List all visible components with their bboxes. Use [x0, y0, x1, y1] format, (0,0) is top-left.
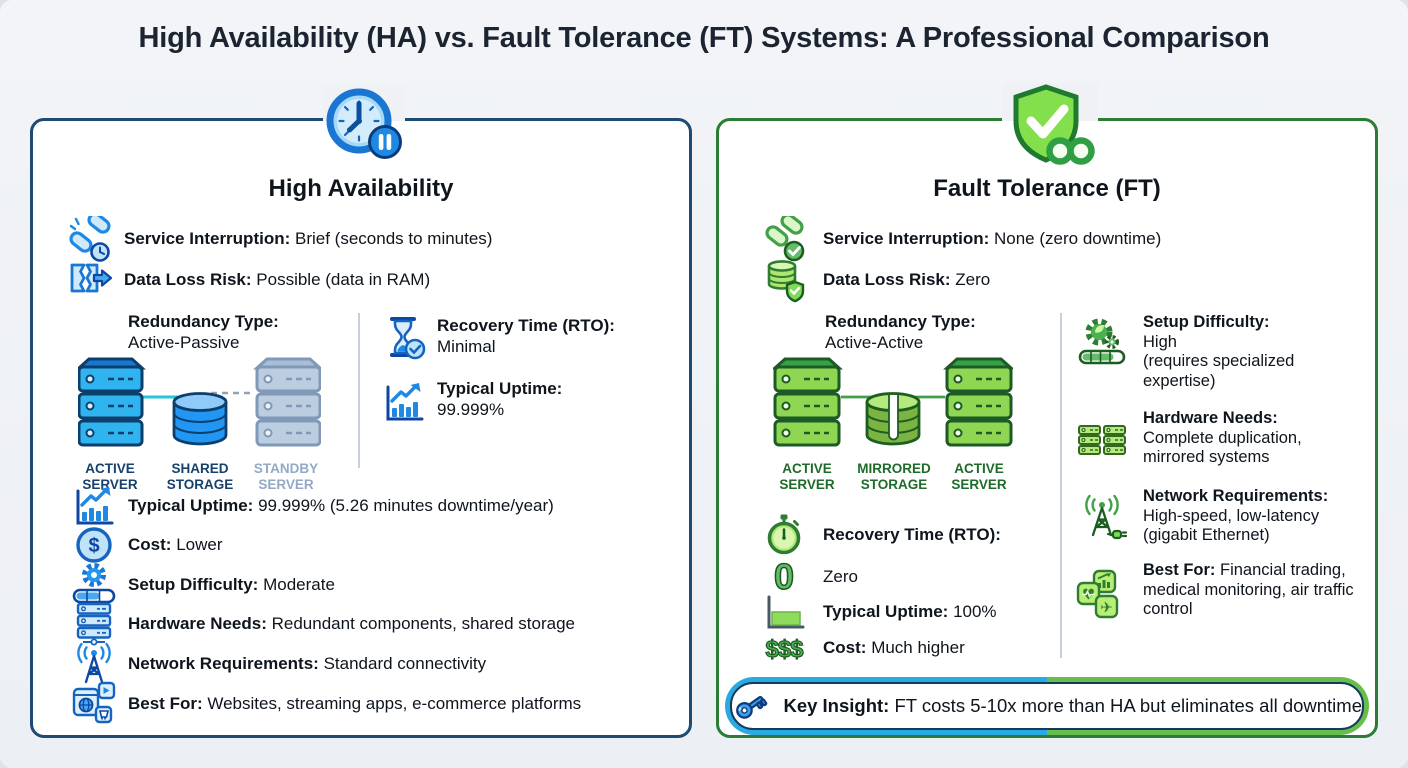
ft-node1-label: ACTIVE SERVER [779, 461, 835, 492]
ha-header: High Availability [268, 175, 454, 202]
ft-data-loss-text: Data Loss Risk: Zero [823, 270, 991, 289]
ft-network-block: Network Requirements:High-speed, low-lat… [1143, 487, 1329, 544]
active-server-tower [943, 357, 1013, 447]
ha-list-row-bestfor: Best For: Websites, streaming apps, e-co… [67, 681, 581, 725]
ha-data-loss-text: Data Loss Risk: Possible (data in RAM) [124, 270, 431, 289]
ha-service-interruption-text: Service Interruption: Brief (seconds to … [124, 229, 493, 248]
ft-node3-label: ACTIVE SERVER [951, 461, 1007, 492]
ft-data-loss-row: Data Loss Risk: Zero [759, 259, 991, 303]
clock-pause-icon [323, 85, 405, 167]
ha-architecture-diagram [78, 357, 321, 447]
ha-list-row-network: Network Requirements: Standard connectiv… [67, 642, 486, 685]
ha-list-row-hardware: Hardware Needs: Redundant components, sh… [67, 602, 575, 646]
ft-header: Fault Tolerance (FT) [933, 175, 1161, 202]
dollar-signs-icon: $$$ [765, 635, 806, 663]
uptime-bar-icon [767, 595, 805, 629]
ha-divider [358, 313, 360, 468]
dual-servers-icon [1078, 425, 1126, 455]
ha-data-loss-row: Data Loss Risk: Possible (data in RAM) [63, 259, 430, 301]
ft-bestfor-block: Best For: Financial trading, medical mon… [1143, 561, 1354, 618]
server-stack-icon [76, 602, 112, 646]
ft-service-interruption-row: Service Interruption: None (zero downtim… [759, 216, 1162, 262]
ha-list-row-setup: Setup Difficulty: Moderate [67, 563, 335, 606]
data-loss-icon [70, 263, 113, 293]
ha-node2-label: SHARED STORAGE [166, 461, 234, 492]
shield-check-infinity-icon [1002, 83, 1098, 169]
svg-text:$$$: $$$ [765, 636, 804, 663]
zero-icon: 0 [773, 555, 795, 598]
cost-dollar-icon: $ [76, 527, 112, 563]
ft-node2-label: MIRRORED STORAGE [857, 461, 931, 492]
ha-list-row-cost: $ Cost: Lower [67, 524, 223, 566]
svg-text:✈: ✈ [1100, 599, 1113, 617]
ft-rto-row: Recovery Time (RTO): [759, 514, 1001, 556]
page-title: High Availability (HA) vs. Fault Toleran… [138, 22, 1270, 54]
ft-hardware-block: Hardware Needs:Complete duplication, mir… [1143, 409, 1302, 466]
ha-rto-block: Recovery Time (RTO):Minimal [437, 316, 615, 356]
antenna-icon [77, 642, 111, 684]
ha-redundancy-block: Redundancy Type:Active-Passive [128, 312, 279, 352]
shared-storage-cylinder [172, 392, 228, 446]
ha-node1-label: ACTIVE SERVER [82, 461, 138, 492]
svg-text:$: $ [88, 535, 99, 557]
ha-node3-label: STANDBY SERVER [253, 461, 319, 492]
ft-rto-value-row: 0 Zero [759, 555, 858, 598]
ft-divider [1060, 313, 1062, 658]
uptime-chart-icon [386, 383, 424, 421]
stopwatch-icon [767, 514, 801, 555]
hourglass-check-icon [390, 317, 426, 360]
ha-list-row-uptime: Typical Uptime: 99.999% (5.26 minutes do… [67, 485, 554, 527]
ha-uptime-block: Typical Uptime:99.999% [437, 379, 563, 419]
antenna-plug-icon [1085, 494, 1128, 540]
key-insight-text: Key Insight: FT costs 5-10x more than HA… [783, 695, 1362, 716]
key-icon [736, 696, 768, 719]
uptime-chart-icon [76, 487, 114, 525]
best-for-cluster-icon: ♥ ✈ [1076, 569, 1119, 619]
ft-uptime-row: Typical Uptime: 100% [759, 591, 997, 633]
key-insight-banner: Key Insight: FT costs 5-10x more than HA… [725, 677, 1369, 735]
ft-setup-block: Setup Difficulty:High (requires speciali… [1143, 313, 1295, 390]
standby-server-tower [253, 357, 321, 447]
active-server-tower [78, 357, 146, 447]
ha-service-interruption-row: Service Interruption: Brief (seconds to … [63, 216, 493, 262]
broken-link-clock-icon [69, 216, 111, 262]
link-check-icon [765, 216, 805, 262]
high-availability-panel: High Availability Service Interruption: … [30, 85, 692, 738]
ft-architecture-diagram [773, 357, 1013, 447]
ft-redundancy-block: Redundancy Type:Active-Active [825, 312, 976, 352]
fault-tolerance-panel: Fault Tolerance (FT) Service Interruptio… [716, 83, 1378, 738]
ft-service-interruption-text: Service Interruption: None (zero downtim… [823, 229, 1162, 248]
mirrored-storage-cylinder [865, 392, 921, 446]
key-insight-inner: Key Insight: FT costs 5-10x more than HA… [730, 682, 1364, 730]
svg-text:0: 0 [774, 556, 794, 597]
database-shield-icon [767, 260, 805, 303]
gear-eco-progress-icon [1078, 318, 1126, 365]
web-apps-icon [72, 681, 116, 724]
active-server-tower [773, 357, 843, 447]
ft-cost-row: $$$ Cost: Much higher [759, 627, 965, 669]
gear-progress-icon [72, 563, 116, 604]
